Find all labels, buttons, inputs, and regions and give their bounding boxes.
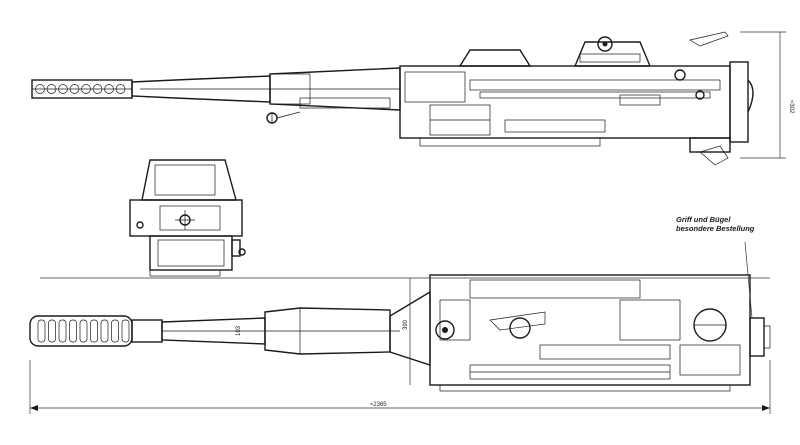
jacket-groove xyxy=(79,319,88,343)
muzzle-hole xyxy=(35,84,45,94)
height-dimension-label: ≈302 xyxy=(788,100,794,114)
jacket-groove xyxy=(58,319,67,343)
jacket-groove xyxy=(111,319,119,343)
bottom-receiver xyxy=(389,274,771,392)
jacket-groove xyxy=(90,319,98,343)
bottom-barrel: 103 xyxy=(131,307,400,355)
grip-note-line2: besondere Bestellung xyxy=(676,224,755,233)
jacket-groove xyxy=(37,319,46,343)
muzzle-hole xyxy=(104,84,114,94)
jacket-groove xyxy=(69,319,77,343)
top-height-dimension: ≈302 xyxy=(740,31,794,159)
jacket-groove xyxy=(100,319,109,343)
grip-note: Griff und Bügel besondere Bestellung xyxy=(676,215,754,233)
bore-dimension-label: 103 xyxy=(236,325,242,336)
muzzle-hole xyxy=(81,84,91,94)
grip-note-line1: Griff und Bügel xyxy=(676,215,731,224)
muzzle-hole xyxy=(92,84,103,94)
muzzle-hole xyxy=(115,84,126,94)
top-section-view: ≈302 xyxy=(31,31,794,166)
jacket-groove xyxy=(121,319,130,343)
jacket-groove xyxy=(48,319,56,343)
muzzle-hole xyxy=(58,84,68,94)
muzzle-hole xyxy=(46,84,57,94)
top-muzzle-brake xyxy=(31,79,133,99)
overall-length-label: ≈2365 xyxy=(370,402,387,408)
top-receiver xyxy=(399,31,754,166)
muzzle-height-label: 390 xyxy=(403,319,409,330)
bottom-dimension-lines: 390 ≈2365 xyxy=(29,241,771,414)
end-view xyxy=(129,159,246,277)
bottom-grooved-jacket xyxy=(29,315,133,347)
bottom-side-view: 103 390 xyxy=(29,241,771,414)
top-barrel xyxy=(131,67,401,124)
muzzle-hole xyxy=(69,84,80,94)
